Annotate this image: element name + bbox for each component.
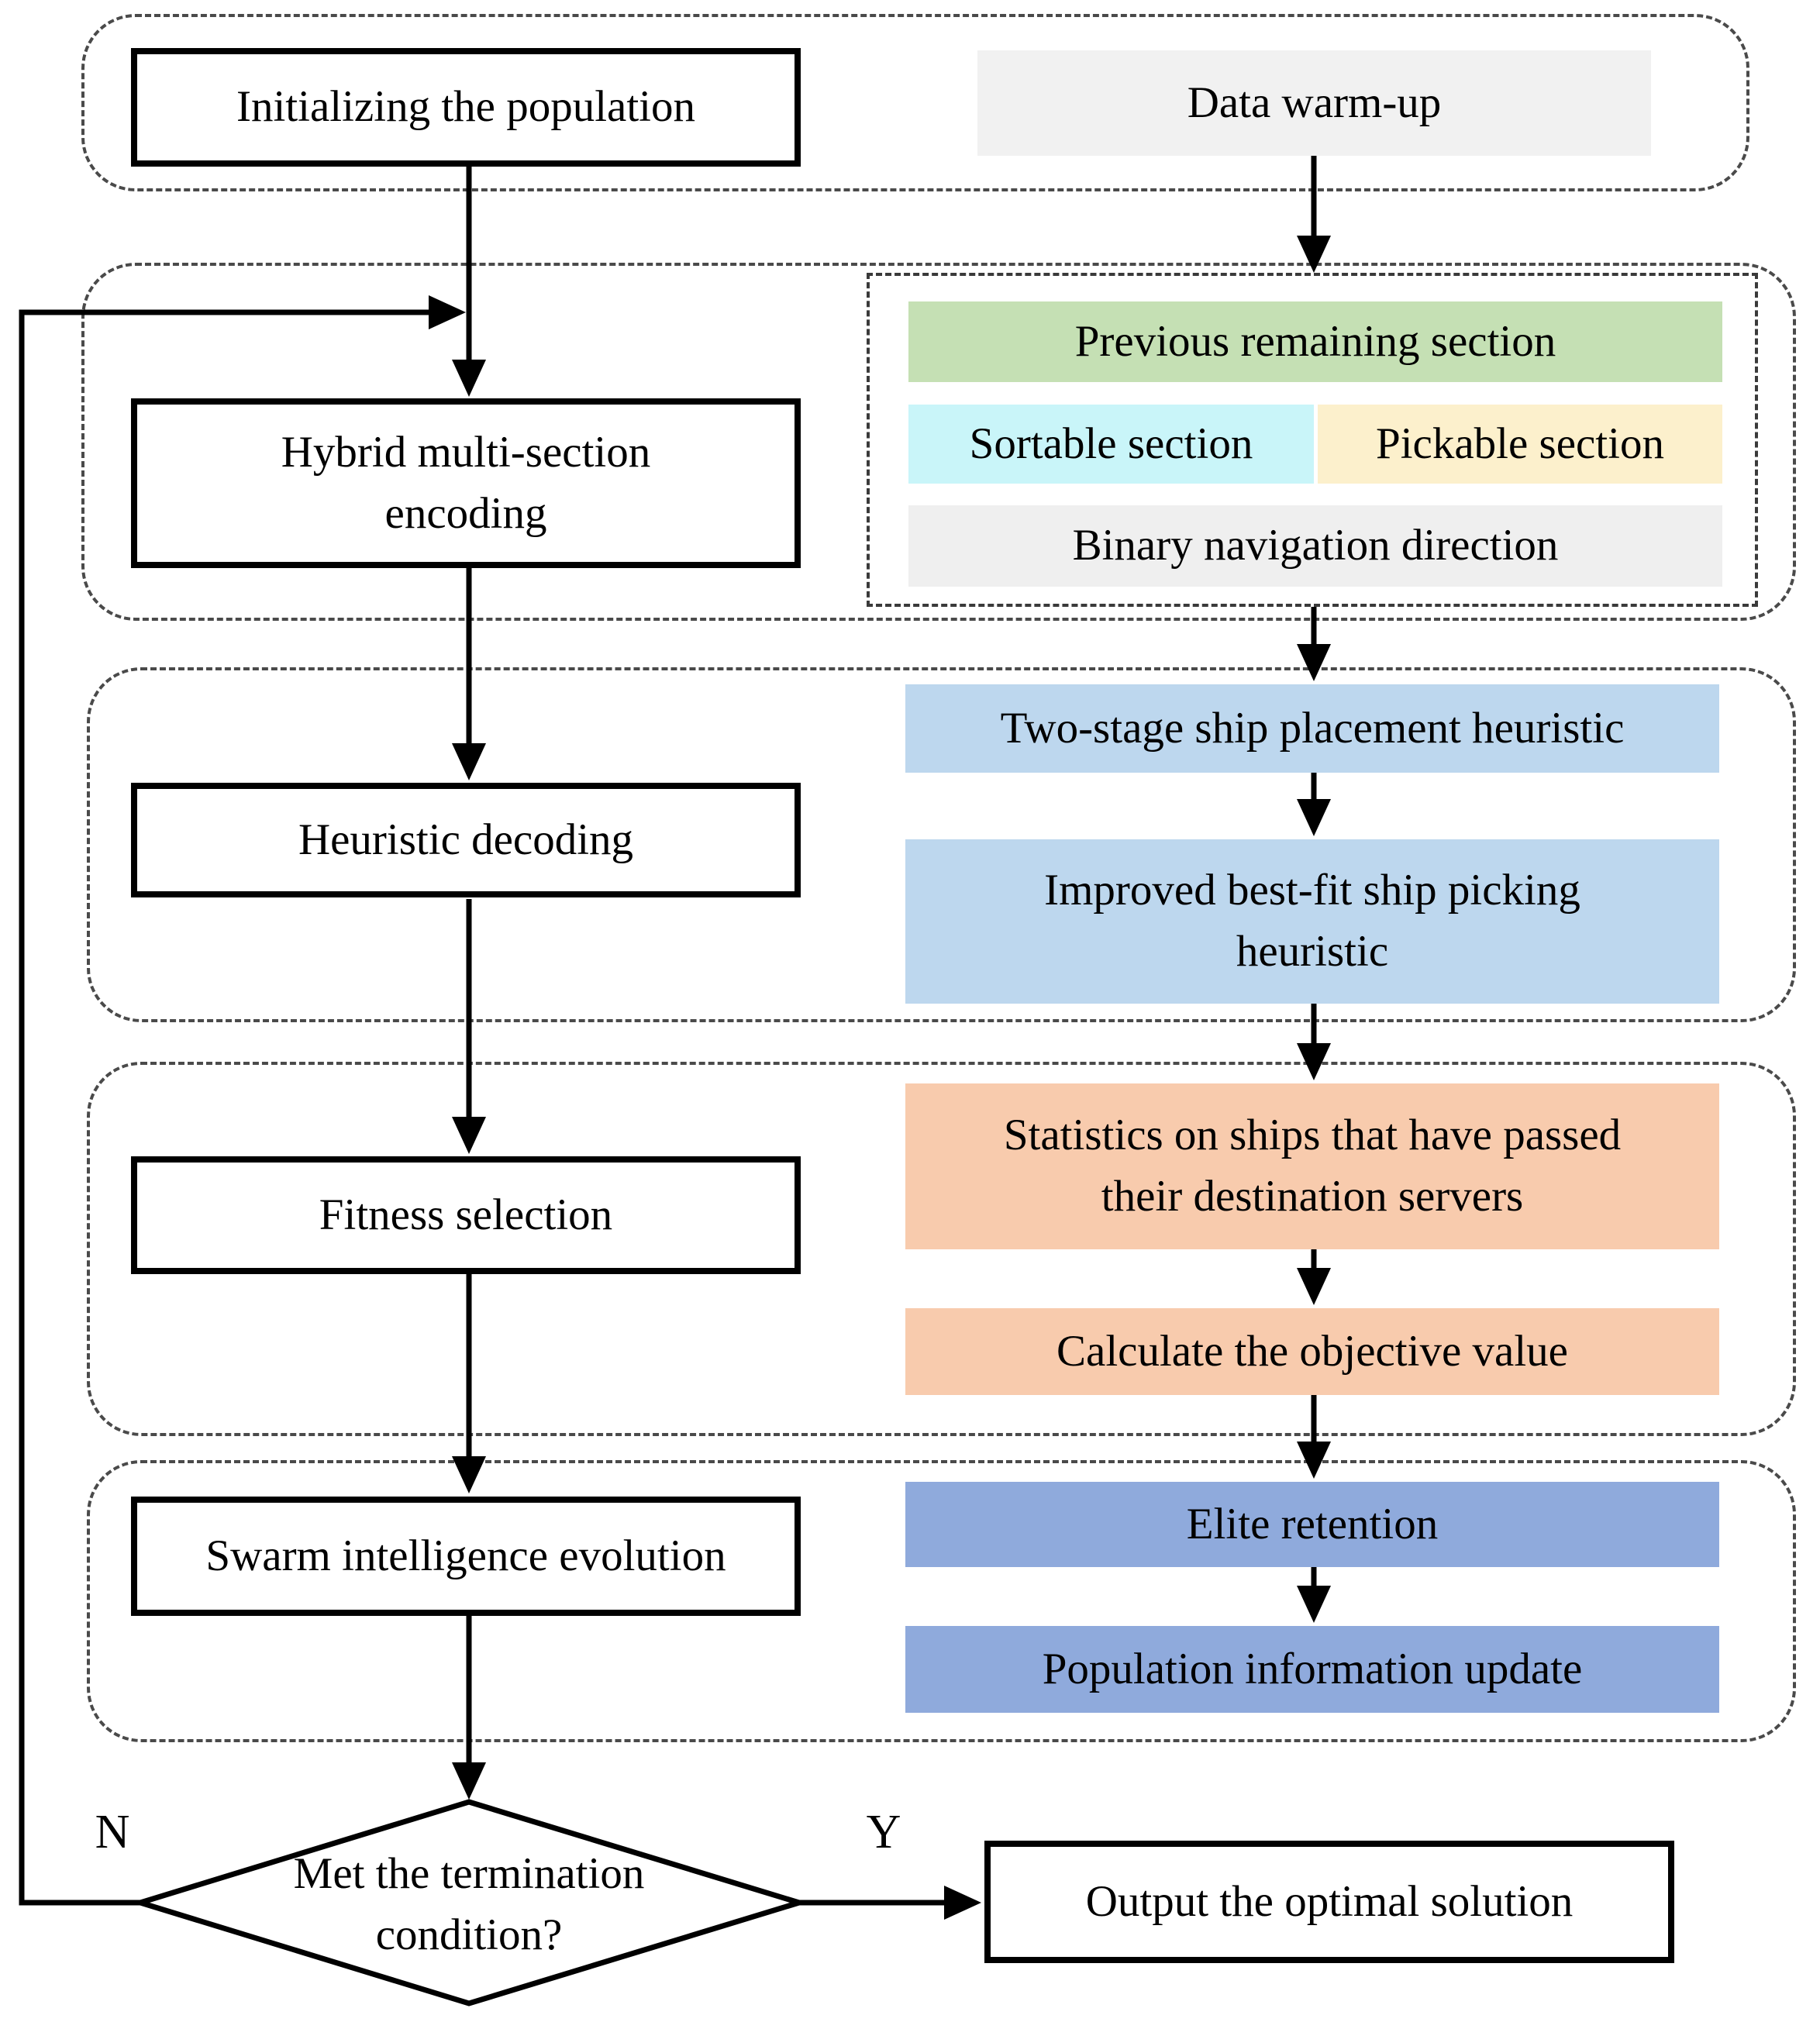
node-ship-statistics: Statistics on ships that have passed the…	[905, 1083, 1719, 1249]
node-label: Data warm-up	[1187, 78, 1442, 127]
section-label: Sortable section	[969, 419, 1253, 468]
section-label: Previous remaining section	[1074, 316, 1556, 366]
yes-label: Y	[866, 1806, 901, 1859]
node-picking-heuristic: Improved best-fit ship picking heuristic	[905, 839, 1719, 1004]
node-label: Output the optimal solution	[1085, 1876, 1574, 1926]
node-elite-retention: Elite retention	[905, 1482, 1719, 1567]
stage-container-fitness	[87, 1062, 1796, 1436]
stage-container-decoding	[87, 667, 1796, 1022]
node-population-update: Population information update	[905, 1626, 1719, 1713]
node-label: Fitness selection	[319, 1190, 613, 1239]
section-label: Pickable section	[1376, 419, 1664, 468]
node-label: Calculate the objective value	[1056, 1326, 1568, 1376]
node-fitness-selection: Fitness selection	[131, 1156, 801, 1274]
node-objective-value: Calculate the objective value	[905, 1308, 1719, 1395]
node-label: Initializing the population	[236, 82, 696, 132]
section-label: Binary navigation direction	[1072, 521, 1559, 570]
node-hybrid-encoding: Hybrid multi-section encoding	[131, 398, 801, 568]
node-swarm-evolution: Swarm intelligence evolution	[131, 1497, 801, 1616]
node-initializing-population: Initializing the population	[131, 48, 801, 167]
branch-label-yes: Y	[841, 1798, 926, 1868]
node-label: Hybrid multi-section encoding	[281, 427, 651, 538]
section-previous-remaining: Previous remaining section	[908, 301, 1722, 382]
node-label: Statistics on ships that have passed the…	[1003, 1111, 1622, 1221]
decision-diamond	[131, 1799, 808, 2006]
section-pickable: Pickable section	[1318, 405, 1722, 484]
arrowheads	[429, 236, 1331, 1920]
node-label: Heuristic decoding	[298, 815, 634, 864]
node-label: Two-stage ship placement heuristic	[1000, 703, 1625, 753]
branch-label-no: N	[70, 1798, 155, 1868]
decision-label: Met the termination condition?	[293, 1849, 645, 1959]
node-label: Population information update	[1042, 1644, 1583, 1693]
node-label: Improved best-fit ship picking heuristic	[1044, 866, 1580, 976]
stage-container-initialization	[81, 14, 1749, 191]
node-data-warmup: Data warm-up	[977, 50, 1651, 156]
node-heuristic-decoding: Heuristic decoding	[131, 783, 801, 897]
stage-container-evolution	[87, 1460, 1796, 1742]
decision-question: Met the termination condition?	[248, 1835, 690, 1975]
node-label: Swarm intelligence evolution	[205, 1531, 726, 1580]
node-placement-heuristic: Two-stage ship placement heuristic	[905, 684, 1719, 773]
encoding-sections-box	[867, 273, 1758, 607]
stage-container-encoding	[81, 263, 1796, 621]
node-label: Elite retention	[1186, 1499, 1439, 1548]
section-binary-navigation: Binary navigation direction	[908, 505, 1722, 587]
section-sortable: Sortable section	[908, 405, 1314, 484]
node-output-solution: Output the optimal solution	[984, 1841, 1674, 1963]
no-label: N	[95, 1806, 130, 1859]
